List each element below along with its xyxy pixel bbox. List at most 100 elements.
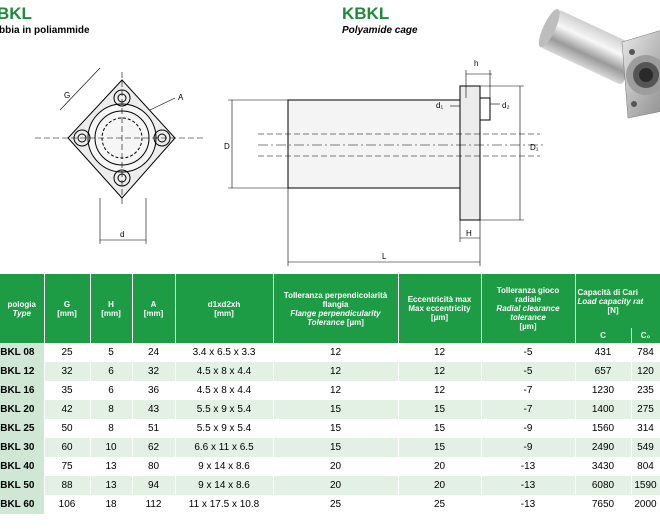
table-cell: 5	[90, 343, 133, 362]
col-ecc-header: Eccentricità max Max eccentricity [µm]	[398, 274, 482, 343]
col-A-header: A[mm]	[132, 274, 176, 343]
table-cell: 112	[132, 495, 176, 514]
table-cell: 25	[273, 495, 399, 514]
table-cell: 804	[631, 457, 660, 476]
table-cell: 2490	[575, 438, 632, 457]
table-cell: 20	[273, 476, 399, 495]
table-cell: 8	[90, 419, 133, 438]
table-cell: 42	[44, 400, 91, 419]
type-label: KBKL 40	[0, 461, 35, 472]
table-cell: 75	[44, 457, 91, 476]
cell-type: KBKL 12	[0, 362, 45, 381]
table-cell: 9 x 14 x 8.6	[175, 476, 274, 495]
table-cell: 275	[631, 400, 660, 419]
left-subtitle: bbia in poliammide	[0, 25, 90, 36]
type-label: KBKL 30	[0, 442, 35, 453]
table-cell: 7650	[575, 495, 632, 514]
table-cell: 657	[575, 362, 632, 381]
cell-type: KBKL 08	[0, 343, 45, 362]
left-title: BKL	[0, 4, 32, 23]
table-cell: 25	[44, 343, 91, 362]
label-A: A	[178, 93, 184, 102]
table-cell: 1590	[631, 476, 660, 495]
table-cell: 20	[273, 457, 399, 476]
table-cell: 25	[398, 495, 482, 514]
table-cell: 2000	[631, 495, 660, 514]
label-d: d	[120, 230, 124, 239]
col-H-header: H[mm]	[90, 274, 133, 343]
table-cell: 11 x 17.5 x 10.8	[175, 495, 274, 514]
label-H: H	[466, 229, 472, 238]
table-cell: 10	[90, 438, 133, 457]
table-cell: 1560	[575, 419, 632, 438]
table-cell: 13	[90, 457, 133, 476]
table-cell: 549	[631, 438, 660, 457]
table-cell: 1230	[575, 381, 632, 400]
table-cell: 3.4 x 6.5 x 3.3	[175, 343, 274, 362]
table-cell: 62	[132, 438, 176, 457]
table-cell: -13	[481, 457, 576, 476]
col-C-header: C	[575, 328, 632, 343]
col-type-header: pologia Type	[0, 274, 45, 343]
right-subtitle: Polyamide cage	[342, 25, 418, 36]
type-label: KBKL 08	[0, 347, 35, 358]
table-cell: -13	[481, 476, 576, 495]
table-cell: 43	[132, 400, 176, 419]
label-G: G	[64, 91, 70, 100]
cell-type: KBKL 50	[0, 476, 45, 495]
table-cell: 120	[631, 362, 660, 381]
product-photo	[538, 9, 660, 119]
table-cell: 6	[90, 362, 133, 381]
table-cell: 12	[398, 381, 482, 400]
table-cell: 314	[631, 419, 660, 438]
table-cell: 51	[132, 419, 176, 438]
table-cell: 1400	[575, 400, 632, 419]
table-cell: 94	[132, 476, 176, 495]
table-cell: 80	[132, 457, 176, 476]
table-cell: -5	[481, 343, 576, 362]
table-cell: 12	[273, 362, 399, 381]
label-D: D	[224, 142, 230, 151]
table-cell: -9	[481, 419, 576, 438]
table-cell: 8	[90, 400, 133, 419]
table-cell: 18	[90, 495, 133, 514]
cell-type: KBKL 40	[0, 457, 45, 476]
table-cell: 431	[575, 343, 632, 362]
table-cell: 5.5 x 9 x 5.4	[175, 400, 274, 419]
table-cell: 32	[132, 362, 176, 381]
table-cell: 60	[44, 438, 91, 457]
col-G-header: G[mm]	[44, 274, 91, 343]
table-cell: 784	[631, 343, 660, 362]
label-d1: d₁	[436, 101, 443, 110]
table-cell: 15	[273, 438, 399, 457]
table-cell: 20	[398, 476, 482, 495]
table-cell: 235	[631, 381, 660, 400]
cell-type: KBKL 60	[0, 495, 45, 514]
cell-type: KBKL 25	[0, 419, 45, 438]
col-dims-header: d1xd2xh[mm]	[175, 274, 274, 343]
col-capacity-header: Capacità di Cari Load capacity rat [N]	[575, 274, 660, 328]
table-cell: 15	[273, 400, 399, 419]
table-cell: -7	[481, 400, 576, 419]
technical-drawing: G A d D h d₁ d₂ D₁ H L	[35, 59, 545, 266]
table-cell: 6	[90, 381, 133, 400]
table-cell: 36	[132, 381, 176, 400]
table-cell: 15	[398, 438, 482, 457]
table-cell: 88	[44, 476, 91, 495]
table-cell: 12	[398, 343, 482, 362]
type-label: KBKL 12	[0, 366, 35, 377]
cell-type: KBKL 30	[0, 438, 45, 457]
type-label: KBKL 50	[0, 480, 35, 491]
type-label: KBKL 25	[0, 423, 35, 434]
table-cell: 20	[398, 457, 482, 476]
cell-type: KBKL 16	[0, 381, 45, 400]
label-h: h	[474, 59, 478, 68]
table-cell: 24	[132, 343, 176, 362]
specs-table: pologia Type G[mm] H[mm] A[mm] d1xd2xh[m…	[0, 274, 660, 514]
front-view	[35, 67, 205, 244]
